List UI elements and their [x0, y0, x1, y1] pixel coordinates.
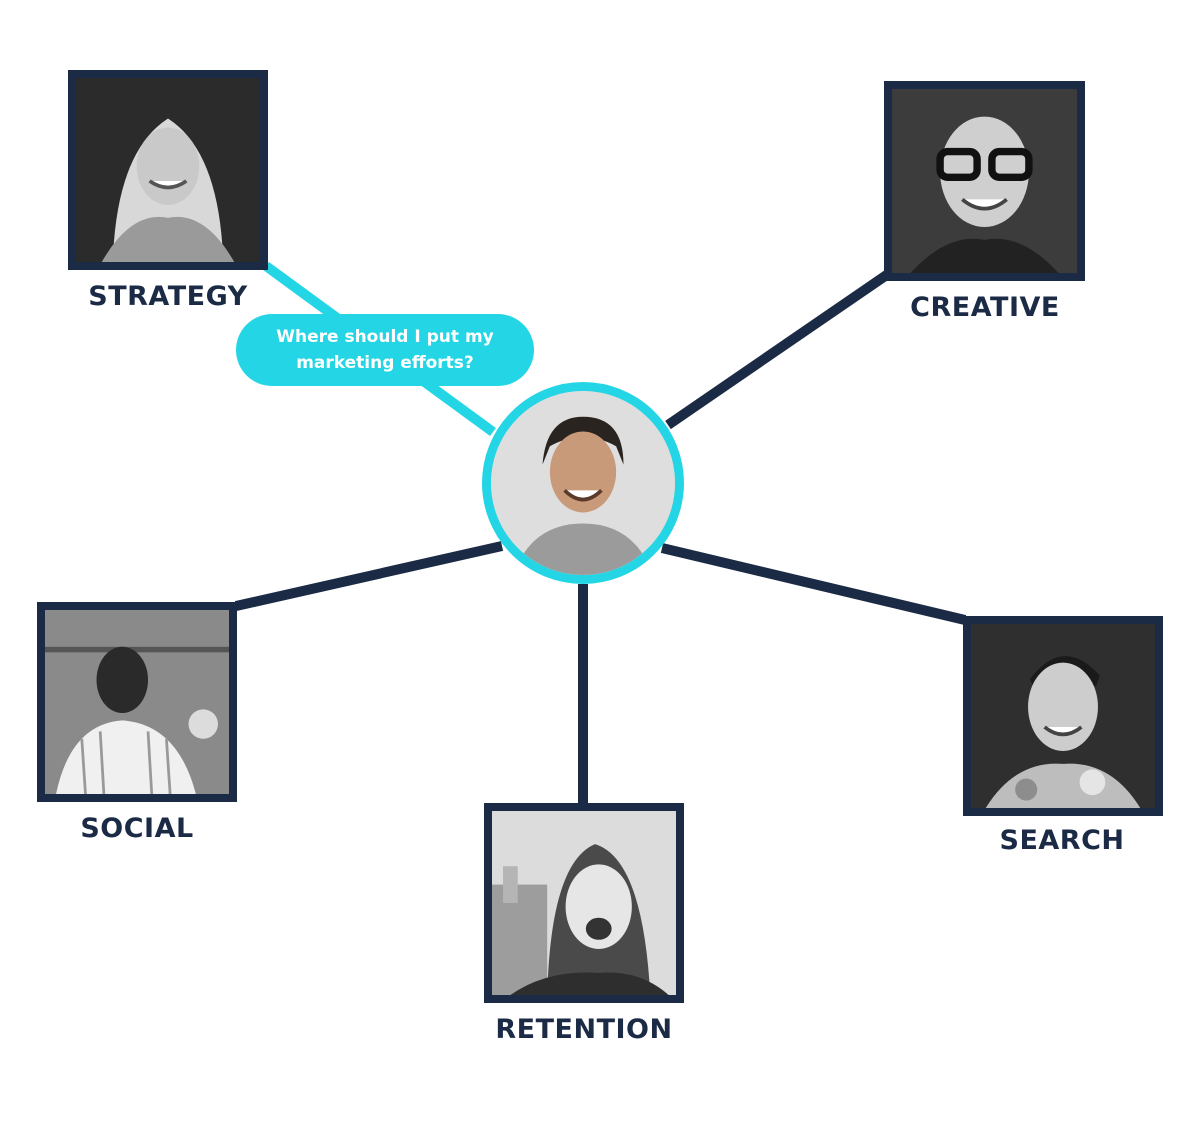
- person-portrait-icon: [76, 78, 260, 262]
- social-photo: [37, 602, 237, 802]
- person-portrait-icon: [492, 811, 676, 995]
- label-strategy: STRATEGY: [88, 281, 248, 312]
- retention-photo: [484, 803, 684, 1003]
- label-retention: RETENTION: [495, 1014, 673, 1045]
- question-bubble: Where should I put my marketing efforts?: [236, 314, 534, 386]
- center-avatar: [482, 382, 684, 584]
- person-avatar-icon: [491, 391, 675, 575]
- label-social: SOCIAL: [80, 813, 194, 844]
- label-search: SEARCH: [999, 825, 1125, 856]
- link-search: [660, 543, 967, 625]
- strategy-photo: [68, 70, 268, 270]
- link-creative: [665, 269, 891, 430]
- label-creative: CREATIVE: [910, 292, 1060, 323]
- link-social: [234, 541, 504, 611]
- person-portrait-icon: [45, 610, 229, 794]
- person-portrait-icon: [892, 89, 1077, 273]
- creative-photo: [884, 81, 1085, 281]
- person-portrait-icon: [971, 624, 1155, 808]
- search-photo: [963, 616, 1163, 816]
